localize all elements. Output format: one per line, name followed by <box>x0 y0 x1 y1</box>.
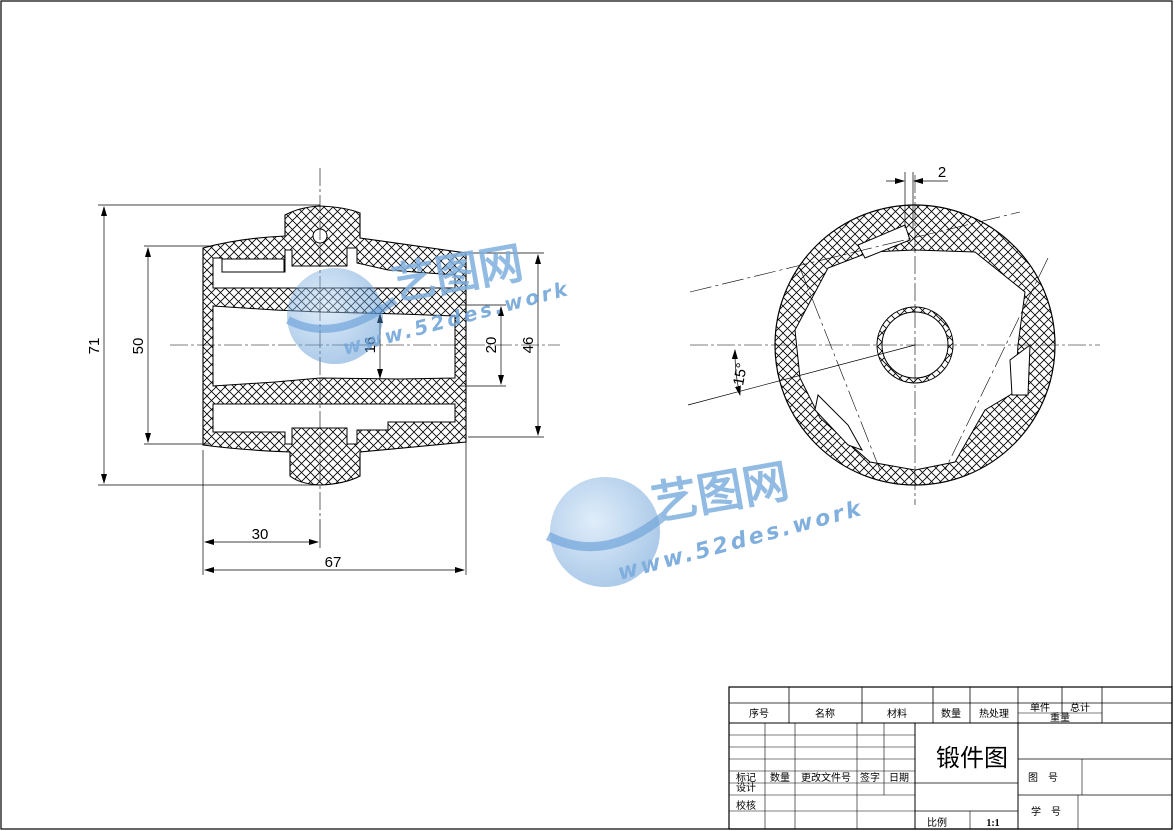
watermark-globe-icon <box>287 268 383 364</box>
construction-line-3 <box>799 267 881 471</box>
tb-header-index: 序号 <box>749 707 769 720</box>
tb-rev-sign: 签字 <box>860 771 880 784</box>
keyway-slot <box>221 258 285 273</box>
dim-slot-width: 2 <box>938 164 946 181</box>
dim-bore-mid: 20 <box>483 337 500 354</box>
dim-rim-height: 46 <box>520 337 537 354</box>
watermark-2: 艺图网 www.52des.work <box>545 454 866 587</box>
tb-check: 校核 <box>736 799 756 812</box>
tb-header-material: 材料 <box>887 707 907 720</box>
dim-boss-offset: 30 <box>252 526 269 543</box>
tb-design: 设计 <box>736 781 756 794</box>
tb-scale-value: 1:1 <box>986 818 999 829</box>
end-slot-bottom <box>814 393 864 451</box>
section-cavity-lower <box>212 403 456 445</box>
angle-ray <box>687 344 916 406</box>
tb-scale-label: 比例 <box>927 816 947 829</box>
tb-rev-mark: 标记 <box>736 772 756 784</box>
dim-overall-length: 67 <box>325 554 342 571</box>
tb-drawing-no: 图 号 <box>1028 772 1058 784</box>
tb-header-heat-treatment: 热处理 <box>979 707 1009 720</box>
section-dimensions <box>98 204 544 575</box>
construction-line-1 <box>689 211 1021 293</box>
end-view-dimensions <box>731 172 948 396</box>
end-slot-right <box>1009 343 1031 396</box>
tb-drawing-title: 锻件图 <box>936 745 1008 772</box>
tb-total: 总计 <box>1070 701 1090 714</box>
tb-header-quantity: 数量 <box>941 707 961 720</box>
tb-single-piece: 单件 <box>1030 702 1050 714</box>
tb-student-no: 学 号 <box>1031 805 1061 818</box>
tb-rev-date: 日期 <box>889 772 909 784</box>
dim-overall-height: 71 <box>86 338 103 355</box>
dim-angle: 15° <box>730 362 751 387</box>
construction-line-2 <box>944 257 1049 471</box>
tb-header-name: 名称 <box>815 707 835 720</box>
tb-rev-doc: 更改文件号 <box>801 771 851 784</box>
title-block-text: 序号 名称 材料 数量 热处理 单件 总计 重量 锻件图 标记 数量 更改文件号… <box>736 701 1090 829</box>
title-block <box>728 686 1173 830</box>
end-slot-top <box>857 224 911 259</box>
dim-body-height: 50 <box>130 338 147 355</box>
tb-weight: 重量 <box>1050 711 1070 724</box>
watermark-globe-icon-2 <box>550 477 660 587</box>
tb-rev-qty: 数量 <box>770 771 790 784</box>
end-view <box>687 175 1100 505</box>
